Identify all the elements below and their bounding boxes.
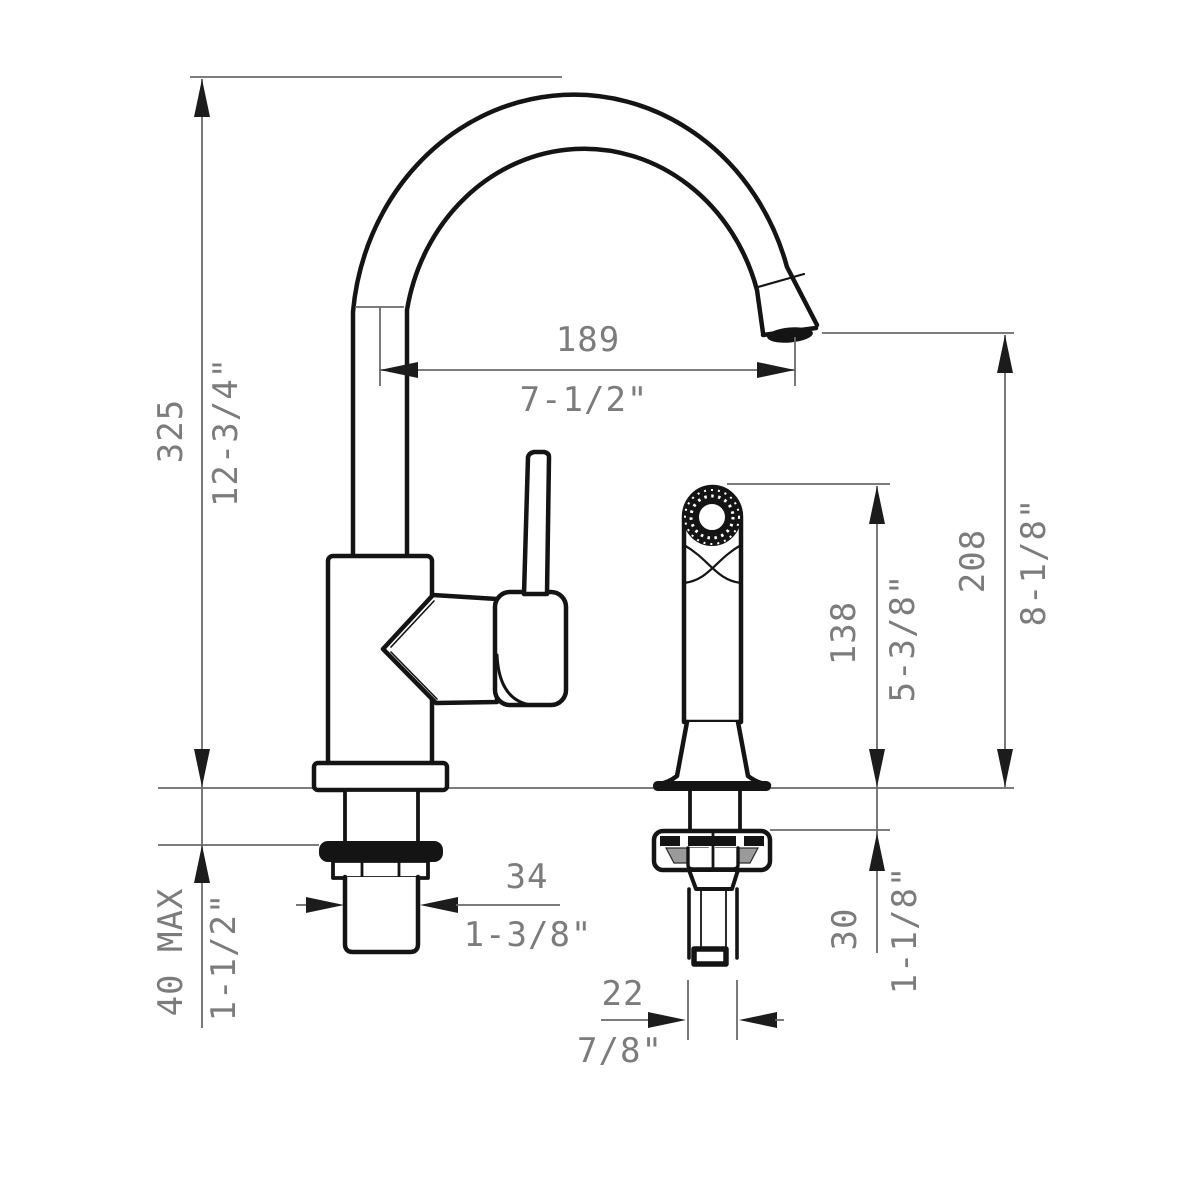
handle-lever [521,449,552,597]
dim-spout-reach: 189 7-1/2" [355,306,796,420]
dim-label-faucet-shank-mm: 34 [506,857,549,897]
dim-label-outlet-mm: 208 [953,529,993,593]
sprayer-adapter [687,868,740,891]
dim-deck-thickness: 40 MAX 1-1/2" [151,845,244,1021]
dim-label-deck-mm: 40 MAX [151,888,191,1017]
dim-label-shank-len-mm: 30 [825,908,865,951]
arrow-left-icon [739,1012,777,1028]
arrow-down-icon [869,749,885,787]
arrow-up-icon [194,79,210,117]
sprayer-tube-end [691,946,729,967]
dim-outlet-height: 208 8-1/8" [822,332,1054,787]
sprayer-base-band [653,781,771,791]
arrow-left-icon [380,362,418,378]
dim-sprayer-height: 138 5-3/8" [727,483,923,953]
spout-outer-outline [350,92,820,561]
handle-wedge-top-detail [390,600,435,648]
dim-label-outlet-inch: 8-1/8" [1014,498,1054,627]
spout-aerator [767,327,813,343]
arrow-down-icon [997,749,1013,787]
dim-sprayer-shank-diameter: 22 7/8" [577,974,784,1071]
dim-label-shank-len-inch: 1-1/8" [885,866,925,995]
dim-label-sprayer-shank-inch: 7/8" [577,1031,663,1071]
sprayer-shank-fill [690,791,740,831]
faucet-shank-upper [343,788,420,845]
dim-label-sprayer-height-inch: 5-3/8" [883,574,923,703]
sprayer-nut-notch [736,835,744,847]
arrow-right-icon [648,1012,686,1028]
sprayer-head-outer-dots [684,489,740,545]
dim-label-reach-inch: 7-1/2" [520,380,649,420]
spout-nozzle-divider [756,272,806,289]
arrow-down-icon [194,749,210,787]
dim-label-sprayer-shank-mm: 22 [602,974,645,1014]
side-sprayer [651,484,773,967]
arrow-up-icon [869,833,885,871]
sprayer-cross-curve [682,543,743,585]
dim-label-sprayer-height-mm: 138 [824,601,864,665]
arrow-up-icon [869,486,885,524]
arrow-right-icon [757,362,795,378]
faucet-washer [319,841,443,862]
sprayer-nut-notch [680,835,688,847]
faucet-mounting-nut [331,859,430,880]
dim-label-reach-mm: 189 [556,320,620,360]
arrow-right-icon [306,897,344,913]
faucet-base-flange [311,760,450,793]
dim-faucet-shank-diameter: 34 1-3/8" [296,857,593,955]
arrow-up-icon [997,335,1013,373]
dim-label-height-inch: 12-3/4" [206,357,246,507]
handle-hub-fillet [495,653,533,707]
dim-label-faucet-shank-inch: 1-3/8" [464,915,593,955]
spout-inner-outline [404,146,766,561]
faucet-shank-lower [342,874,421,955]
handle-wedge-bottom-detail [390,651,438,700]
arrow-left-icon [420,897,458,913]
arrow-up-icon [194,845,210,883]
faucet [311,92,820,955]
dim-sprayer-shank-length: 30 1-1/8" [770,829,925,995]
dim-label-deck-inch: 1-1/2" [204,893,244,1022]
sprayer-head-nozzle-dots [689,494,735,540]
dim-label-height-mm: 325 [151,399,191,463]
deck-lines [158,787,1014,846]
